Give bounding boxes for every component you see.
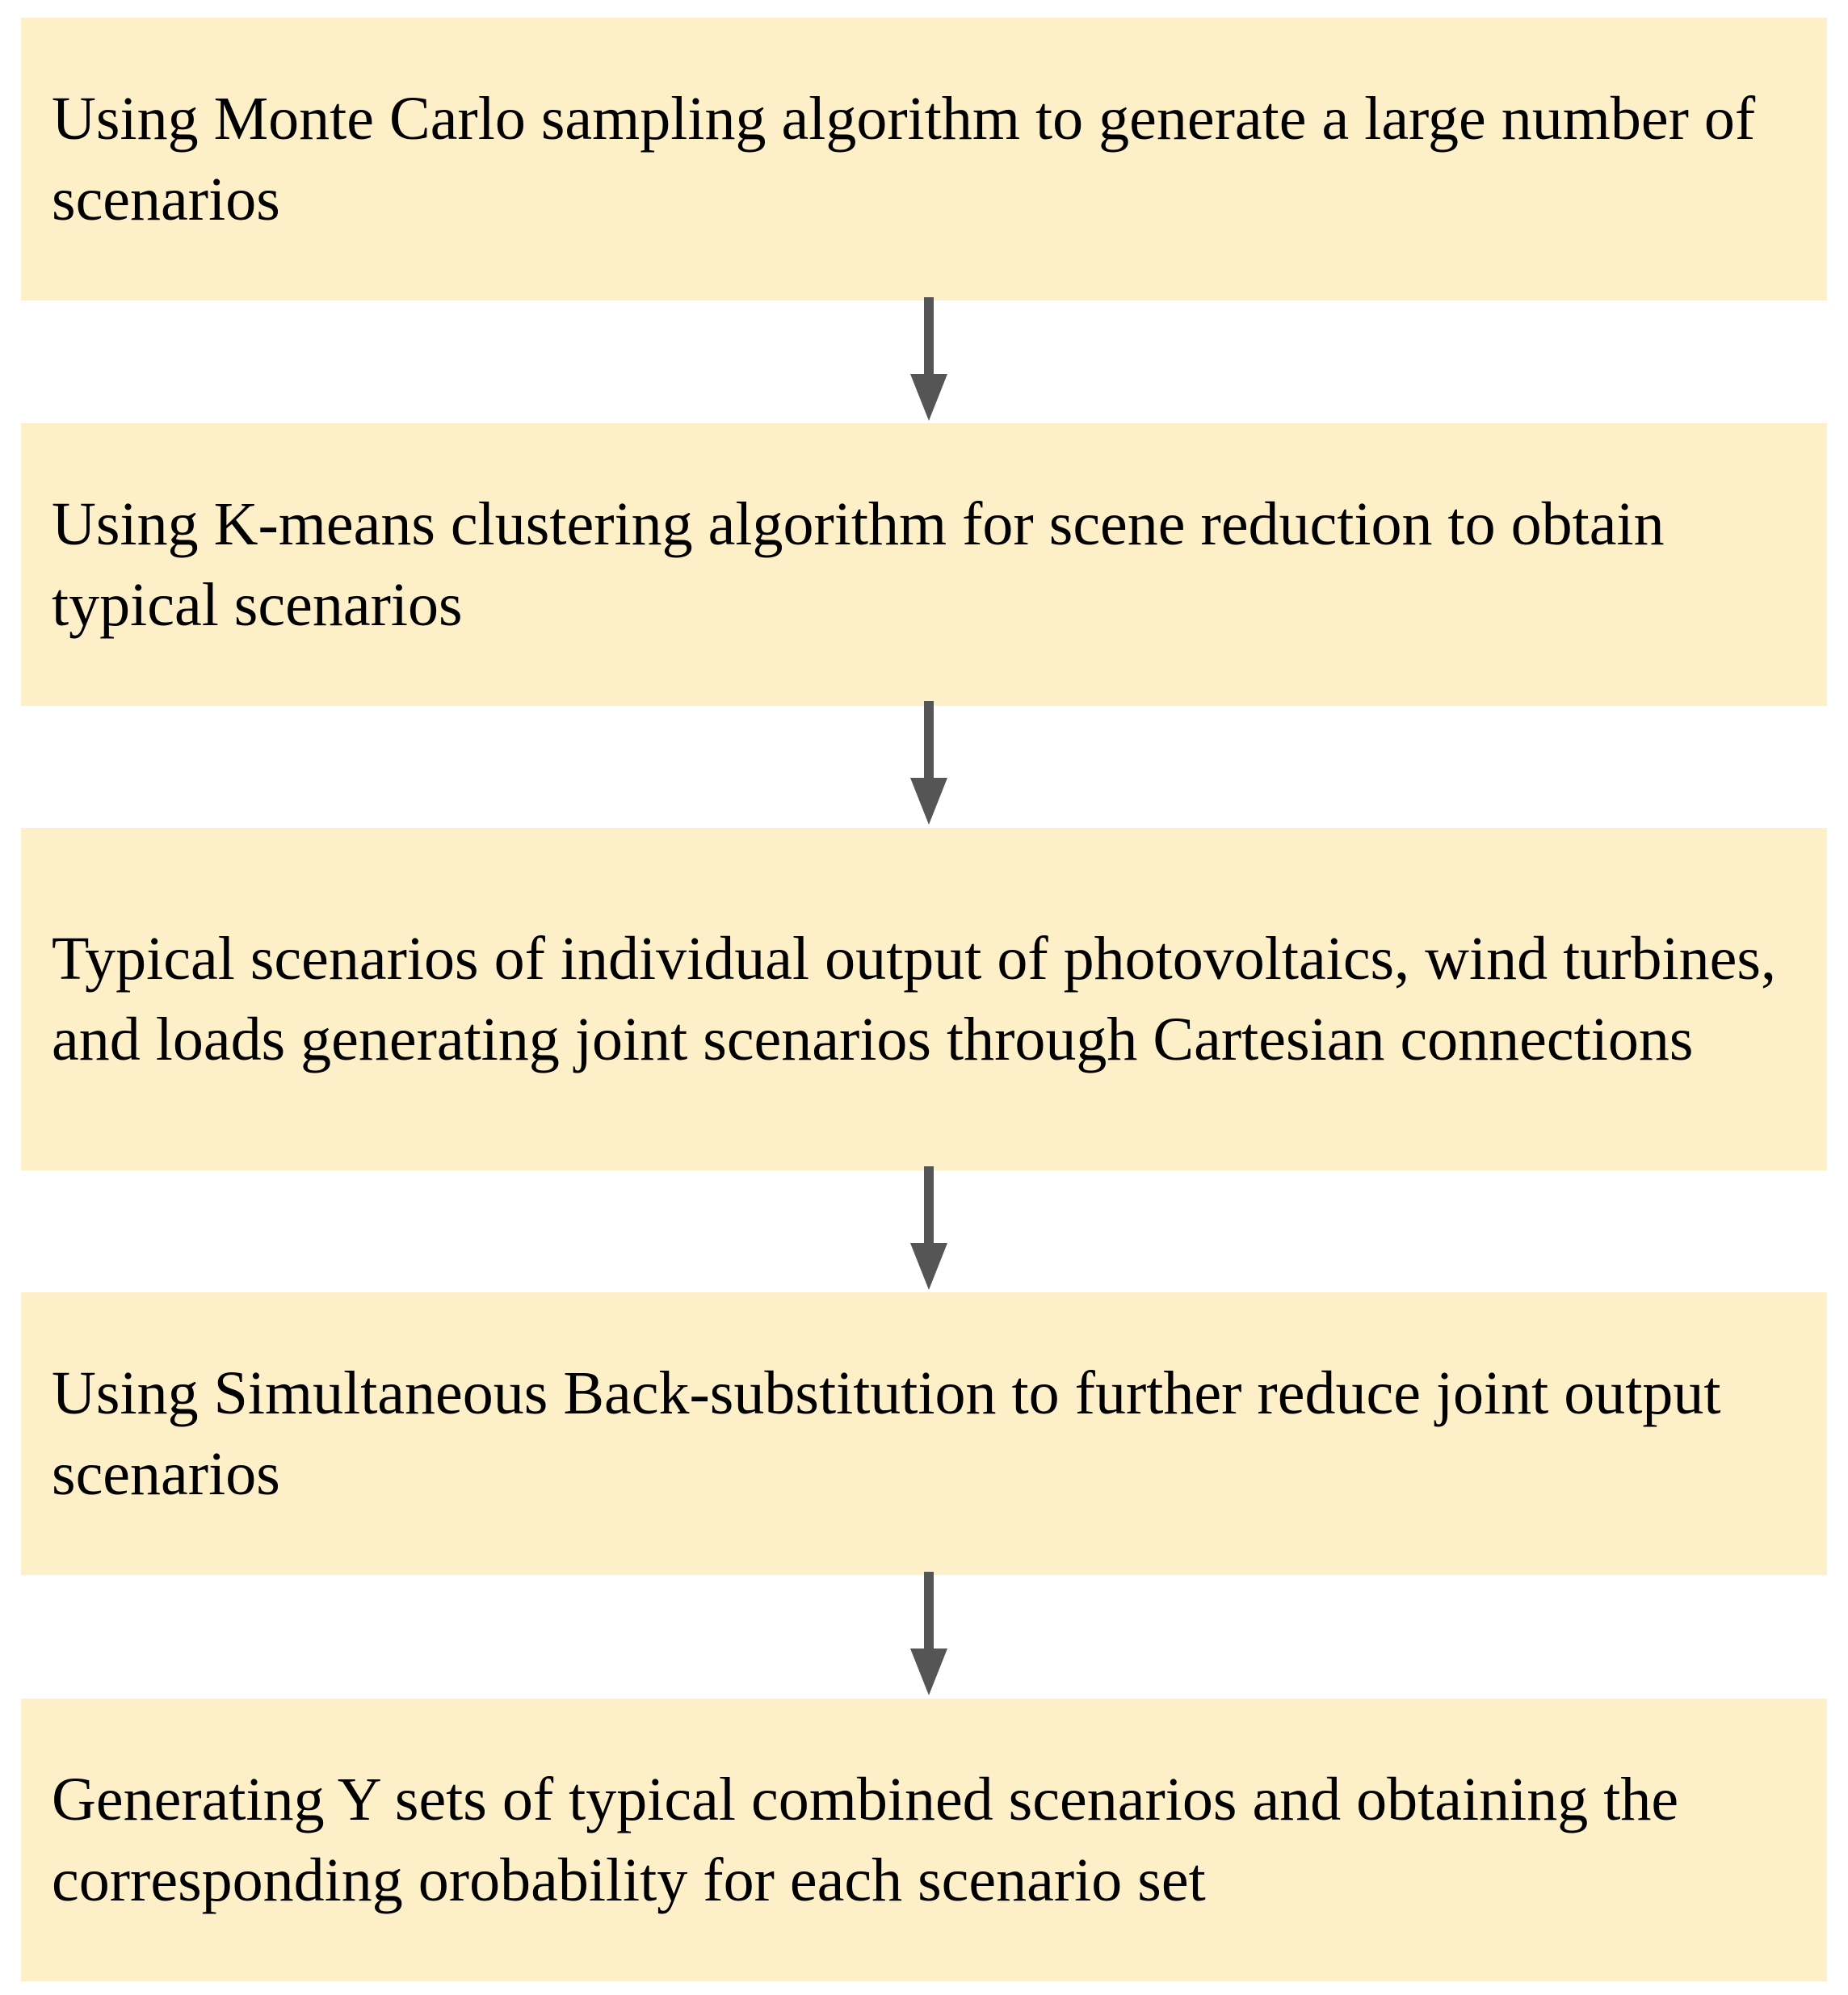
flow-step-3-box: Typical scenarios of individual output o… (21, 828, 1827, 1170)
down-arrow-icon (910, 701, 947, 825)
flow-step-5-text: Generating Y sets of typical combined sc… (52, 1766, 1679, 1914)
flow-step-1-text: Using Monte Carlo sampling algorithm to … (52, 85, 1756, 233)
flow-step-2-box: Using K-means clustering algorithm for s… (21, 423, 1827, 706)
flow-step-4-box: Using Simultaneous Back-substitution to … (21, 1292, 1827, 1575)
down-arrow-icon (910, 1572, 947, 1695)
down-arrow-icon (910, 1166, 947, 1290)
down-arrow-icon (910, 297, 947, 421)
flow-step-3-text: Typical scenarios of individual output o… (52, 925, 1776, 1073)
flow-step-1-box: Using Monte Carlo sampling algorithm to … (21, 18, 1827, 300)
flow-step-4-text: Using Simultaneous Back-substitution to … (52, 1359, 1721, 1508)
flow-step-5-box: Generating Y sets of typical combined sc… (21, 1699, 1827, 1981)
flow-step-2-text: Using K-means clustering algorithm for s… (52, 490, 1665, 639)
